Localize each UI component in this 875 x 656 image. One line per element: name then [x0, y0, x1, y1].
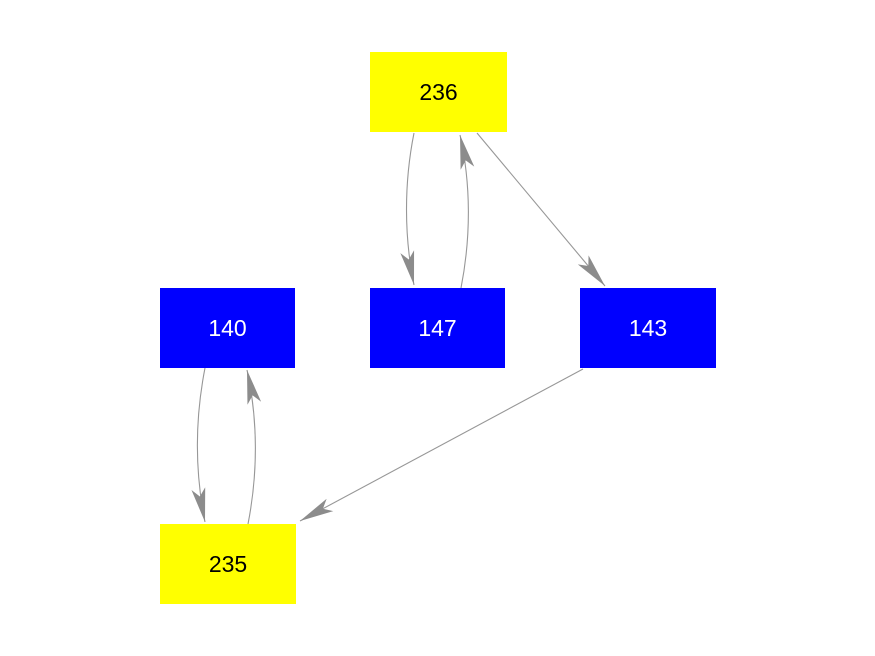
node-label: 140: [208, 314, 247, 341]
node-label: 147: [418, 314, 457, 341]
edge-147-to-236: [459, 134, 475, 289]
node-236: 236: [370, 52, 507, 132]
node-235: 235: [160, 524, 296, 604]
edge-236-to-147: [400, 132, 415, 286]
node-label: 235: [208, 550, 248, 577]
node-143: 143: [580, 288, 716, 368]
edge-235-to-140: [246, 369, 262, 525]
node-label: 143: [628, 314, 668, 341]
edge-143-to-235: [299, 368, 584, 522]
edge-140-to-235: [191, 367, 206, 523]
node-140: 140: [160, 288, 295, 368]
edge-236-to-143: [476, 132, 606, 287]
node-147: 147: [370, 288, 505, 368]
node-label: 236: [419, 78, 458, 105]
